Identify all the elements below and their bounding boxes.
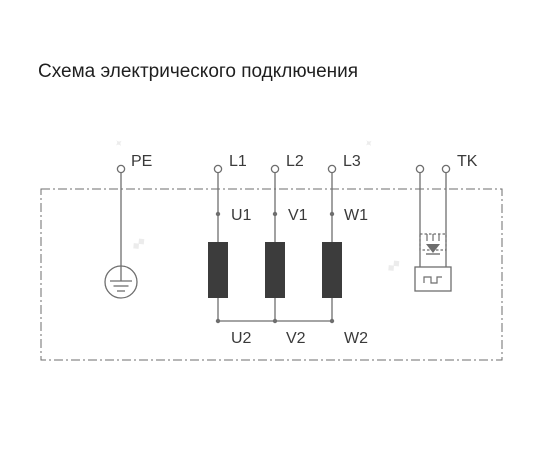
pe-label: PE bbox=[131, 153, 152, 170]
w1-label: W1 bbox=[344, 207, 368, 224]
svg-text:✦: ✦ bbox=[363, 137, 376, 150]
svg-text:◆◆: ◆◆ bbox=[129, 234, 148, 252]
tk-terminal: TK bbox=[415, 153, 478, 267]
winding-w-coil bbox=[322, 242, 342, 298]
diagram-title: Схема электрического подключения bbox=[38, 61, 359, 82]
w2-label: W2 bbox=[344, 330, 368, 347]
ground-icon bbox=[104, 265, 138, 299]
u1-label: U1 bbox=[231, 207, 252, 224]
thermal-contact-icon bbox=[414, 233, 452, 292]
winding-u-coil bbox=[208, 242, 228, 298]
v1-label: V1 bbox=[288, 207, 308, 224]
tk-label: TK bbox=[457, 153, 478, 170]
u2-label: U2 bbox=[231, 330, 252, 347]
l3-label: L3 bbox=[343, 153, 361, 170]
winding-v-coil bbox=[265, 242, 285, 298]
enclosure-boundary bbox=[40, 188, 503, 361]
svg-text:◆◆: ◆◆ bbox=[384, 256, 403, 274]
l2-label: L2 bbox=[286, 153, 304, 170]
phase-l1: L1 U1 U2 bbox=[208, 153, 252, 347]
v2-label: V2 bbox=[286, 330, 306, 347]
svg-text:✦: ✦ bbox=[113, 137, 126, 150]
phase-l3: L3 W1 W2 bbox=[322, 153, 368, 347]
pe-terminal: PE bbox=[116, 153, 152, 265]
l1-label: L1 bbox=[229, 153, 247, 170]
phase-l2: L2 V1 V2 bbox=[265, 153, 308, 347]
